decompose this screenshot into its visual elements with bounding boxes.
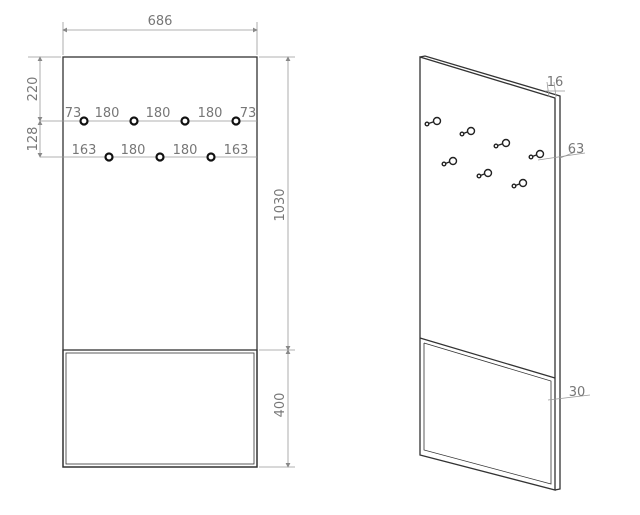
row1-spacing-label: 73: [240, 106, 257, 121]
iso-frame-top: [419, 337, 556, 379]
row-gap-dimension: 128: [26, 127, 41, 152]
row2-spacing-label: 163: [224, 143, 249, 158]
row2-spacing-label: 180: [173, 143, 198, 158]
row1-spacing-label: 180: [95, 106, 120, 121]
front-frame-outer: [62, 349, 258, 468]
isometric-view: 16 63 30: [419, 55, 591, 491]
row2-spacing-label: 180: [121, 143, 146, 158]
iso-hooks: [424, 116, 545, 189]
height-dimension: 1030: [273, 188, 288, 221]
top-offset-dimension: 220: [26, 77, 41, 102]
width-dimension: 686: [148, 14, 173, 29]
row1-spacing-label: 180: [198, 106, 223, 121]
hook-depth-dimension: 63: [568, 142, 585, 157]
row1-spacing-label: 180: [146, 106, 171, 121]
front-view: 686 1030 400 220 128 73 180 180 180 73 1…: [26, 14, 295, 468]
iso-panel-edge: [419, 55, 561, 491]
frame-depth-dimension: 30: [569, 385, 586, 400]
hook-row-1: [79, 116, 241, 126]
front-frame-inner: [65, 352, 255, 465]
bottom-dimension: 400: [273, 393, 288, 418]
hook-row-2: [104, 152, 216, 162]
row1-spacing-label: 73: [65, 106, 82, 121]
iso-frame-inner: [423, 342, 552, 485]
row2-spacing-label: 163: [72, 143, 97, 158]
thickness-dimension: 16: [547, 75, 564, 90]
